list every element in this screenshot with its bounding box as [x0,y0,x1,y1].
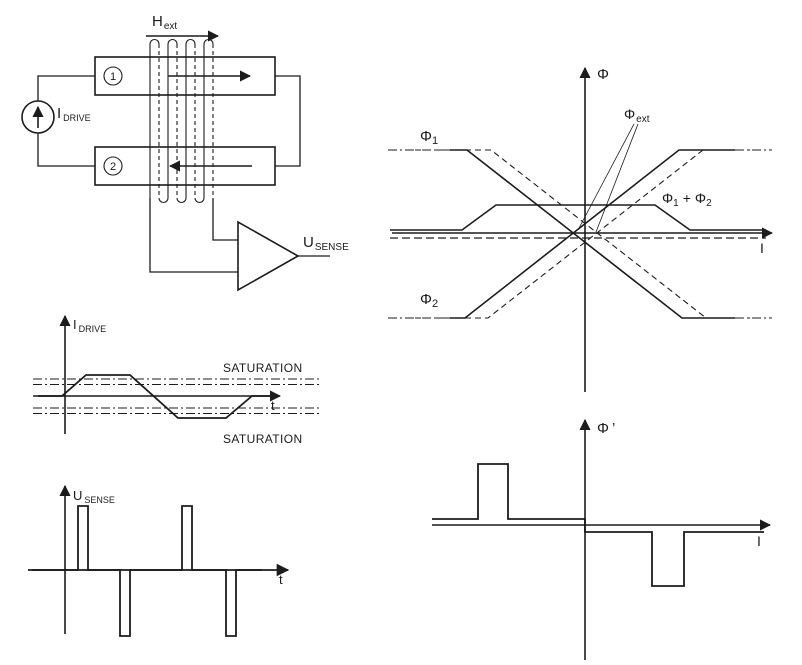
curve-phi2 [450,149,735,319]
core-2-badge [103,156,123,176]
phi-sum-label: Φ1+Φ2 [662,190,712,209]
phi-ext-pointer [595,123,639,233]
phi-ext-pointer [577,123,635,231]
usense-waveform [32,505,262,637]
flux-y-label: Φ [597,66,609,83]
saturation-label-upper: SATURATION [223,361,303,375]
sense-winding [149,38,214,204]
idrive-x-label: t [271,398,275,413]
curve-phi-sum [390,204,766,231]
core-1-number: 1 [110,71,116,83]
phi-ext-label: Φext [624,106,650,125]
curve-phi1 [450,149,735,319]
winding-bottom-turns [158,197,205,204]
idrive-waveform [38,374,272,419]
flux-x-label: I [760,240,764,256]
dphi-y-label: Φ’ [597,420,615,437]
dphi-x-label: I [757,533,761,549]
sense-leads [149,198,238,273]
dphi-waveform [432,463,764,587]
dphi-graph: Φ’ I [432,418,772,660]
usense-x-label: t [279,572,283,587]
phi1-label: Φ1 [420,128,438,147]
flux-graph: Φ I Φ1 Φ2 Φext Φ1+Φ2 [388,66,774,392]
amplifier [237,220,300,292]
curve-phi1-shifted [415,149,750,319]
core-2-number: 2 [110,161,116,173]
core-1-badge [103,66,123,86]
phi2-label: Φ2 [420,291,438,310]
saturation-label-lower: SATURATION [223,432,303,446]
curve-phi2-shifted [415,149,750,319]
u-sense-label: USENSE [303,234,349,253]
winding-top-turns [149,38,214,45]
drive-wiring [37,75,301,167]
h-ext-label: Hext [152,13,177,32]
